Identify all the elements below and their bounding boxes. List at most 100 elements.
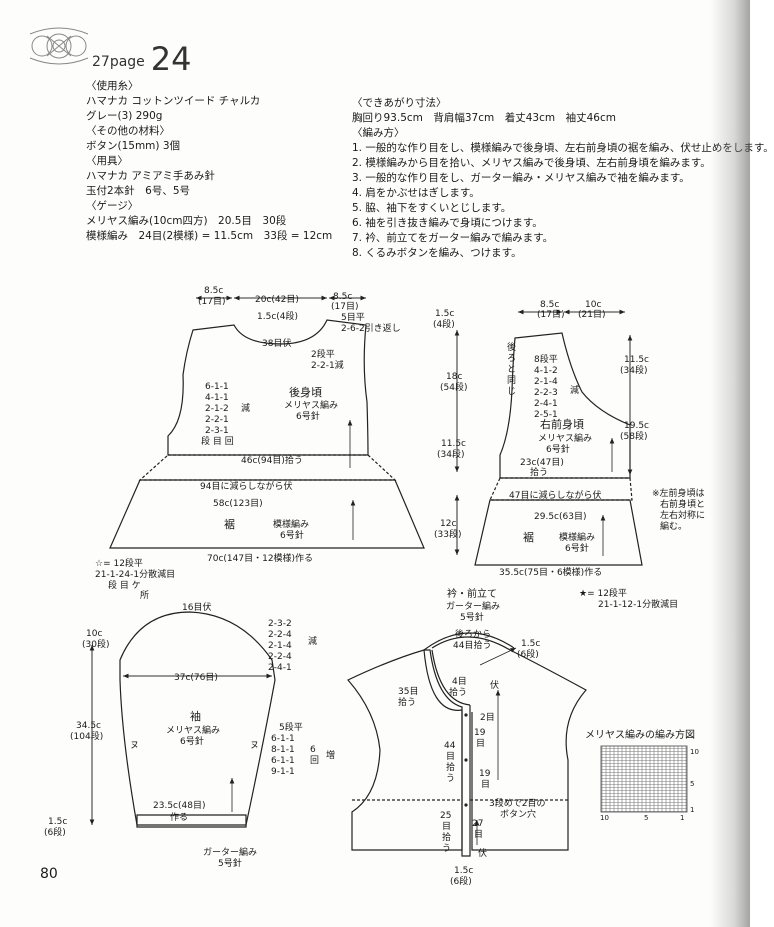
materials-line: 〈ゲージ〉 bbox=[86, 200, 139, 212]
lace-ornament-icon bbox=[29, 27, 89, 65]
method-step: 1. 一般的な作り目をし、模様編みで後身頃、左右前身頃の裾を編み、伏せ止めをしま… bbox=[352, 142, 774, 154]
instructions-block: 〈できあがり寸法〉 胸回り93.5cm 背肩幅37cm 着丈43cm 袖丈46c… bbox=[352, 96, 774, 261]
back-hem-note: 21-1-24-1分散減目 bbox=[95, 568, 175, 580]
collar-pick-4: 4目 bbox=[452, 676, 467, 687]
collar-pick-25: 拾 bbox=[442, 831, 451, 843]
collar-buttonhole-note: 3段めで2目の bbox=[489, 797, 545, 809]
swatch-col-label: 10 bbox=[600, 814, 609, 822]
collar-pick-4-word: 拾う bbox=[449, 686, 467, 698]
back-body-name: 後身頃 bbox=[289, 385, 322, 399]
collar-bindoff-top: 伏 bbox=[490, 679, 499, 691]
front-mirror-note: 右前身頃と bbox=[660, 498, 705, 510]
collar-needle: 5号針 bbox=[460, 611, 484, 623]
materials-line: 〈使用糸〉 bbox=[86, 80, 139, 92]
collar-buttonhole-word: ボタン穴 bbox=[500, 808, 536, 820]
materials-line: グレー(3) 290g bbox=[86, 110, 163, 122]
back-dec-mark: 減 bbox=[241, 402, 250, 414]
collar-27: 27 bbox=[472, 819, 483, 829]
front-body-outline bbox=[499, 332, 631, 479]
sleeve-needle: 6号針 bbox=[180, 735, 204, 747]
back-hem-name: 裾 bbox=[224, 517, 235, 531]
back-dim-left: 8.5c bbox=[204, 286, 223, 296]
back-armhole-step: 2-1-2 bbox=[205, 404, 229, 414]
materials-line: ボタン(15mm) 3個 bbox=[86, 140, 181, 152]
sleeve-cap-step: 2-3-2 bbox=[268, 619, 292, 629]
sleeve-width: 37c(76目) bbox=[174, 672, 218, 683]
sleeve-inc-step: 6-1-1 bbox=[271, 734, 295, 744]
front-neck-step: 2-1-4 bbox=[534, 377, 558, 387]
collar-19a-unit: 目 bbox=[476, 738, 485, 749]
page-word: page bbox=[109, 54, 145, 70]
collar-27-unit: 目 bbox=[474, 829, 483, 840]
front-height-1: 11.5c bbox=[624, 355, 649, 365]
collar-pick-44: 拾 bbox=[446, 761, 455, 773]
page-number-title: 24 bbox=[150, 40, 192, 78]
sleeve-inc-step: 6-1-1 bbox=[271, 756, 295, 766]
method-step: 2. 模様編みから目を拾い、メリヤス編みで後身頃、左右前身頃を編みます。 bbox=[352, 157, 711, 169]
sleeve-dec-mark: 減 bbox=[308, 635, 317, 647]
materials-line: ハマナカ アミアミ手あみ針 bbox=[86, 170, 215, 182]
v-dim-2: 18c bbox=[446, 372, 462, 382]
finished-size: 胸回り93.5cm 背肩幅37cm 着丈43cm 袖丈46cm bbox=[352, 112, 616, 124]
v-dim-3-rows: (34段) bbox=[437, 448, 464, 460]
swatch-row-label: 1 bbox=[690, 806, 694, 814]
back-neck-flat: 2段平 bbox=[311, 348, 335, 360]
front-hem-note: 21-1-12-1分散減目 bbox=[598, 598, 678, 610]
front-same-note: ろ bbox=[507, 353, 516, 364]
page-prefix: 27 bbox=[92, 54, 110, 70]
materials-line: ハマナカ コットンツイード チャルカ bbox=[86, 95, 261, 107]
sleeve-cap-step: 2-1-4 bbox=[268, 641, 292, 651]
front-mirror-note: 編む。 bbox=[660, 520, 687, 532]
front-hem-band bbox=[489, 477, 633, 501]
back-shoulder-rows: 1.5c(4段) bbox=[257, 310, 298, 322]
back-hem-stitch: 模様編み bbox=[273, 518, 309, 530]
v-dim-4: 12c bbox=[440, 519, 456, 529]
front-body-stitch: メリヤス編み bbox=[538, 432, 592, 444]
sleeve-outline bbox=[119, 611, 276, 826]
method-step: 4. 肩をかぶせはぎします。 bbox=[352, 187, 480, 199]
collar-bottom-height: 1.5c bbox=[454, 866, 473, 876]
swatch-row-label: 5 bbox=[690, 780, 694, 788]
front-height-1-rows: (34段) bbox=[620, 364, 647, 376]
back-armhole-step: 4-1-1 bbox=[205, 393, 229, 403]
pattern-diagram: 8.5c (17目) 20c(42目) 8.5c (17目) 1.5c(4段) … bbox=[44, 286, 705, 887]
collar-pick-25: 目 bbox=[442, 821, 451, 832]
front-neck-step: 2-4-1 bbox=[534, 399, 558, 409]
back-pickup: 46c(94目)拾う bbox=[241, 454, 303, 466]
back-dim-right: 8.5c bbox=[333, 292, 352, 302]
front-same-note: 後 bbox=[507, 341, 516, 353]
collar-pick-25: う bbox=[442, 843, 451, 854]
front-hem-needle: 6号針 bbox=[565, 542, 589, 554]
page-header: 27page 24 bbox=[92, 40, 192, 78]
front-hem-note: ★= 12段平 bbox=[579, 587, 627, 599]
back-neck-dec: 2-2-1減 bbox=[311, 359, 344, 371]
v-dim-1: 1.5c bbox=[435, 309, 454, 319]
collar-back-pickup: 後ろから bbox=[455, 628, 491, 640]
v-dim-2-rows: (54段) bbox=[440, 381, 467, 393]
sleeve-inc-step: 9-1-1 bbox=[271, 767, 295, 777]
front-hem-bindoff: 47目に減らしながら伏 bbox=[509, 489, 601, 501]
materials-line: 玉付2本針 6号、5号 bbox=[86, 185, 191, 197]
front-dim-right-rows: (21目) bbox=[578, 309, 605, 320]
front-body-name: 右前身頃 bbox=[540, 417, 584, 431]
swatch-col-label: 1 bbox=[680, 814, 684, 822]
collar-side-pickup-word: 拾う bbox=[398, 696, 416, 708]
materials-line: 〈用具〉 bbox=[86, 155, 128, 167]
book-gutter-shadow bbox=[710, 0, 750, 927]
front-dec-mark: 減 bbox=[570, 384, 579, 396]
collar-pick-44: 44 bbox=[444, 741, 456, 751]
collar-two-stitches: 2目 bbox=[480, 712, 495, 723]
method-step: 5. 脇、袖下をすくいとじします。 bbox=[352, 202, 512, 214]
front-same-note: じ bbox=[507, 386, 516, 397]
collar-pick-25: 25 bbox=[440, 811, 451, 821]
back-hem-note: ☆= 12段平 bbox=[95, 557, 143, 569]
button-markers bbox=[464, 713, 468, 807]
sleeve-cap-step: 2-2-4 bbox=[268, 652, 292, 662]
sleeve-cuff-needle: 5号針 bbox=[218, 857, 242, 869]
sleeve-cap-height: 10c bbox=[86, 629, 102, 639]
materials-line: 模様編み 24目(2模様) = 11.5cm 33段 = 12cm bbox=[86, 230, 333, 242]
sleeve-cuff-stitch: ガーター編み bbox=[203, 846, 257, 858]
sleeve-inc-times-unit: 回 bbox=[310, 755, 319, 766]
front-dim-left-rows: (17目) bbox=[537, 309, 564, 320]
sleeve-cuff-height: 1.5c bbox=[48, 817, 67, 827]
